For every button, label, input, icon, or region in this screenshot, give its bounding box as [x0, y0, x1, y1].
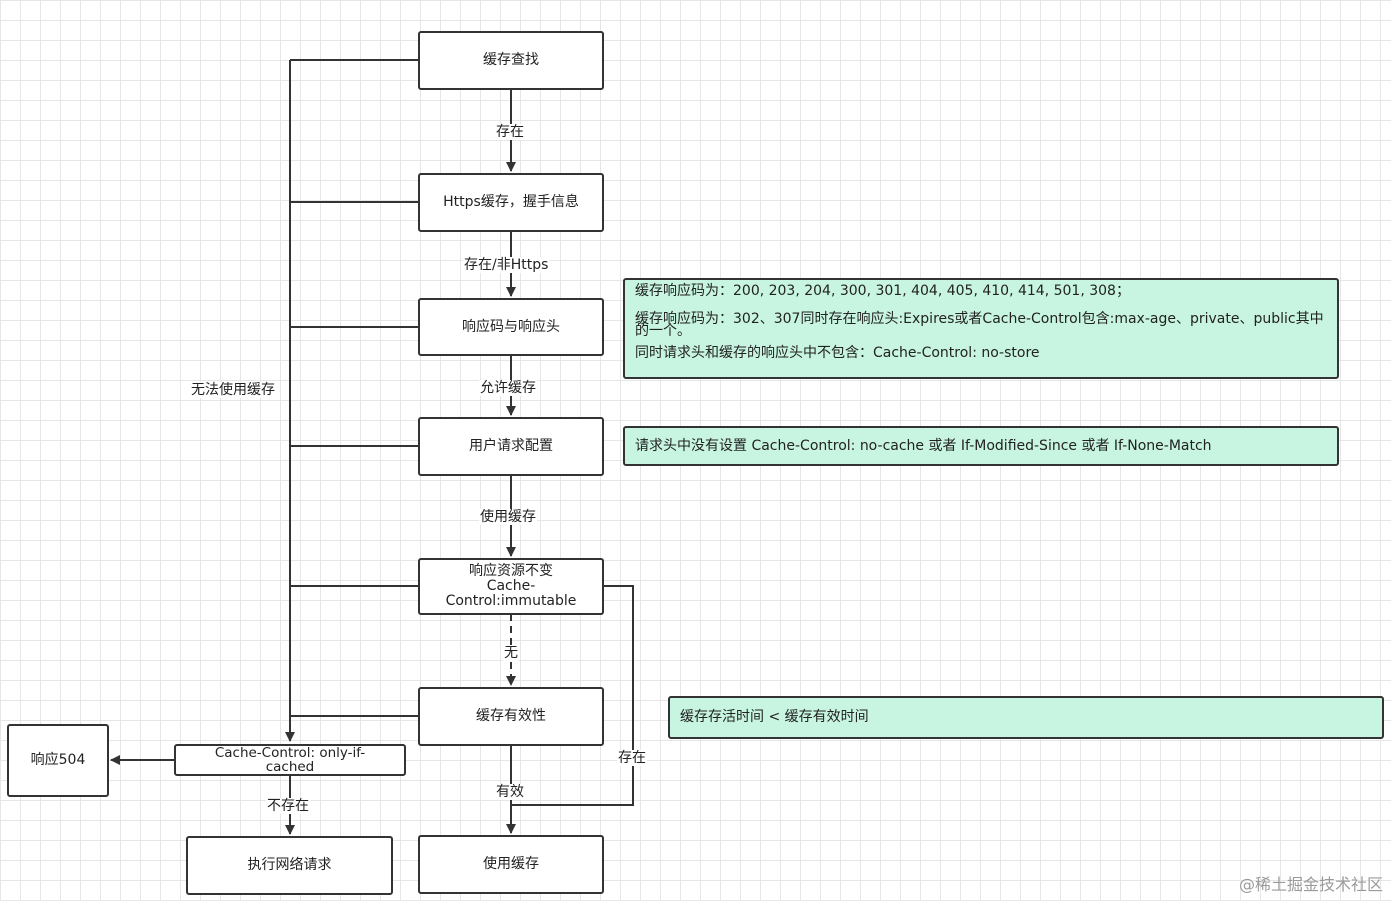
label-none: 无 [503, 645, 519, 661]
note-response-codes-line1: 缓存响应码为：200, 203, 204, 300, 301, 404, 405… [635, 283, 1130, 299]
label-allow-cache: 允许缓存 [479, 380, 537, 396]
label-use-cache: 使用缓存 [479, 509, 537, 525]
node-network-request: 执行网络请求 [186, 836, 393, 895]
label-valid: 有效 [495, 784, 525, 800]
watermark: @稀土掘金技术社区 [1238, 875, 1383, 894]
note-request-headers-text: 请求头中没有设置 Cache-Control: no-cache 或者 If-M… [635, 437, 1212, 454]
label-cannot-use-cache: 无法使用缓存 [190, 382, 276, 398]
label-exists: 存在 [495, 124, 525, 140]
node-use-cache: 使用缓存 [418, 835, 604, 894]
note-validity: 缓存存活时间 < 缓存有效时间 [668, 696, 1384, 739]
node-user-request-config: 用户请求配置 [418, 417, 604, 476]
note-request-headers: 请求头中没有设置 Cache-Control: no-cache 或者 If-M… [623, 426, 1339, 466]
note-response-codes-line2: 缓存响应码为：302、307同时存在响应头:Expires或者Cache-Con… [635, 311, 1324, 339]
note-validity-text: 缓存存活时间 < 缓存有效时间 [680, 709, 869, 725]
node-https-cache: Https缓存，握手信息 [418, 173, 604, 232]
node-response-code-header: 响应码与响应头 [418, 298, 604, 356]
note-response-codes-line3: 同时请求头和缓存的响应头中不包含：Cache-Control: no-store [635, 345, 1040, 361]
node-response-504: 响应504 [7, 724, 109, 797]
node-only-if-cached: Cache-Control: only-if- cached [174, 744, 406, 776]
edge-immutable-exists [511, 585, 634, 806]
label-exists-right: 存在 [617, 750, 647, 766]
node-cache-validity: 缓存有效性 [418, 687, 604, 746]
note-response-codes: 缓存响应码为：200, 203, 204, 300, 301, 404, 405… [623, 278, 1339, 379]
label-exists-non-https: 存在/非Https [463, 257, 550, 273]
node-cache-lookup: 缓存查找 [418, 31, 604, 90]
node-immutable: 响应资源不变 Cache- Control:immutable [418, 558, 604, 615]
label-not-exists: 不存在 [266, 798, 310, 814]
